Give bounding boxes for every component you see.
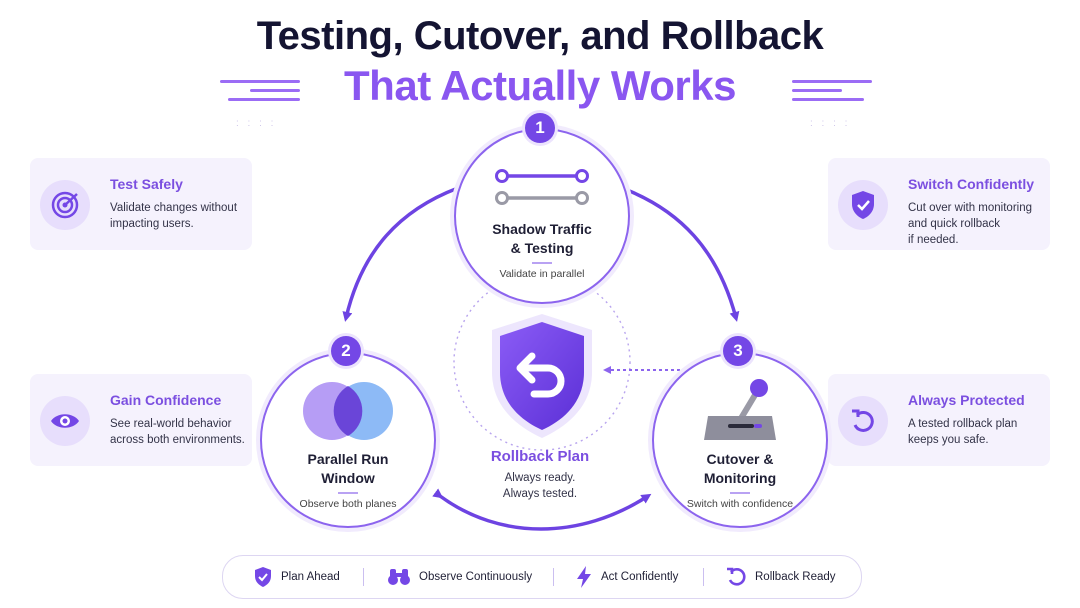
bottom-item-rollback: Rollback Ready bbox=[725, 556, 836, 598]
lever-switch-icon bbox=[704, 379, 776, 440]
bottom-principles-bar: Plan Ahead Observe Continuously Act Conf… bbox=[222, 555, 862, 599]
node-subtitle: Validate in parallel bbox=[499, 268, 585, 280]
card-test-safely: Test Safely Validate changes without imp… bbox=[30, 158, 252, 250]
card-switch-confidently: Switch Confidently Cut over with monitor… bbox=[828, 158, 1050, 250]
card-description: A tested rollback plan keeps you safe. bbox=[908, 418, 1018, 446]
node-shadow-traffic: Shadow Traffic & Testing Validate in par… bbox=[454, 128, 630, 304]
step-badge-1: 1 bbox=[525, 113, 555, 143]
center-title: Rollback Plan bbox=[490, 448, 590, 465]
shield-undo-icon bbox=[492, 314, 592, 438]
node-subtitle: Switch with confidence bbox=[686, 498, 794, 510]
arrow-2-3-bidirectional bbox=[432, 488, 652, 531]
divider bbox=[553, 568, 554, 586]
divider bbox=[703, 568, 704, 586]
target-icon bbox=[40, 180, 90, 230]
title-decoration-right bbox=[792, 80, 872, 107]
bottom-item-label: Plan Ahead bbox=[281, 571, 340, 583]
decorative-dots-left: : : : : bbox=[236, 118, 277, 129]
step-badge-3: 3 bbox=[723, 336, 753, 366]
eye-icon bbox=[40, 396, 90, 446]
node-divider bbox=[532, 262, 552, 264]
node-title: Shadow Traffic & Testing bbox=[492, 221, 592, 256]
bottom-item-observe: Observe Continuously bbox=[387, 556, 532, 598]
node-subtitle: Observe both planes bbox=[299, 498, 397, 510]
undo-icon bbox=[727, 567, 746, 586]
bottom-item-act: Act Confidently bbox=[575, 556, 678, 598]
bottom-item-plan-ahead: Plan Ahead bbox=[253, 556, 340, 598]
bottom-item-label: Observe Continuously bbox=[419, 571, 533, 583]
node-cutover: Cutover & Monitoring Switch with confide… bbox=[652, 352, 828, 528]
card-gain-confidence: Gain Confidence See real-world behavior … bbox=[30, 374, 252, 466]
card-title: Gain Confidence bbox=[110, 392, 222, 408]
page-title: Testing, Cutover, and Rollback bbox=[256, 14, 824, 58]
node-title: Cutover & Monitoring bbox=[703, 451, 777, 486]
card-title: Switch Confidently bbox=[908, 176, 1034, 192]
arrow-1-to-3 bbox=[621, 186, 740, 322]
node-divider bbox=[338, 492, 358, 494]
center-subtitle-1: Always ready. bbox=[504, 472, 576, 484]
step-badge-2: 2 bbox=[331, 336, 361, 366]
decorative-dots-right: : : : : bbox=[810, 118, 851, 129]
lightning-icon bbox=[577, 566, 591, 588]
node-divider bbox=[730, 492, 750, 494]
card-description: Validate changes without impacting users… bbox=[110, 202, 238, 230]
node-parallel-run: Parallel Run Window Observe both planes bbox=[260, 352, 436, 528]
title-decoration-left bbox=[220, 80, 300, 107]
card-title: Always Protected bbox=[908, 392, 1025, 408]
node-title: Parallel Run Window bbox=[307, 451, 389, 486]
page-subtitle: That Actually Works bbox=[344, 62, 736, 109]
bottom-item-label: Act Confidently bbox=[601, 571, 679, 583]
toggle-lines-icon bbox=[495, 169, 589, 205]
card-description: Cut over with monitoring and quick rollb… bbox=[908, 202, 1032, 246]
shield-check-icon bbox=[838, 180, 888, 230]
arrow-1-to-2 bbox=[342, 186, 459, 322]
divider bbox=[363, 568, 364, 586]
card-title: Test Safely bbox=[110, 176, 183, 192]
undo-icon bbox=[838, 396, 888, 446]
card-description: See real-world behavior across both envi… bbox=[110, 418, 245, 446]
venn-icon bbox=[303, 382, 393, 440]
shield-check-icon bbox=[255, 567, 271, 587]
binoculars-icon bbox=[388, 569, 410, 585]
card-always-protected: Always Protected A tested rollback plan … bbox=[828, 374, 1050, 466]
center-subtitle-2: Always tested. bbox=[502, 488, 578, 500]
bottom-item-label: Rollback Ready bbox=[755, 571, 836, 583]
